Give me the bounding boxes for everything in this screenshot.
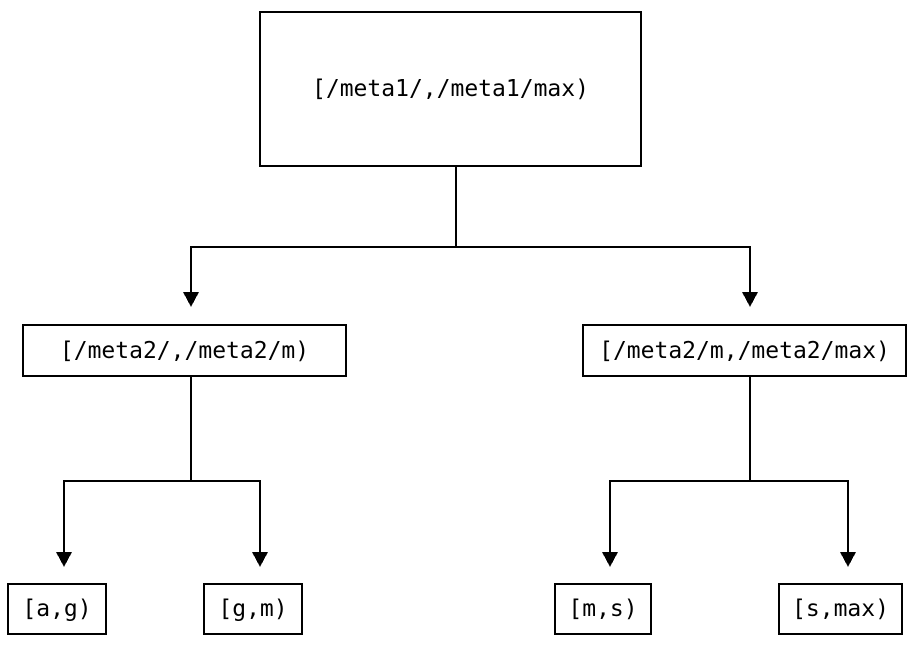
node-root-interval: [/meta1/,/meta1/max) [259,11,642,167]
node-level2-left-interval: [/meta2/,/meta2/m) [22,324,347,377]
connector-left-to-leaves [63,480,261,553]
arrowhead-down-icon [56,552,72,567]
node-leaf-ms: [m,s) [554,583,652,635]
connector-right-to-leaves [609,480,849,553]
arrowhead-down-icon [183,292,199,307]
arrowhead-down-icon [840,552,856,567]
node-leaf-ag: [a,g) [7,583,107,635]
arrowhead-down-icon [602,552,618,567]
connector-root-to-children [190,246,751,293]
node-leaf-smax: [s,max) [778,583,903,635]
node-leaf-gm: [g,m) [203,583,303,635]
arrowhead-down-icon [252,552,268,567]
arrowhead-down-icon [742,292,758,307]
node-level2-right-interval: [/meta2/m,/meta2/max) [582,324,907,377]
